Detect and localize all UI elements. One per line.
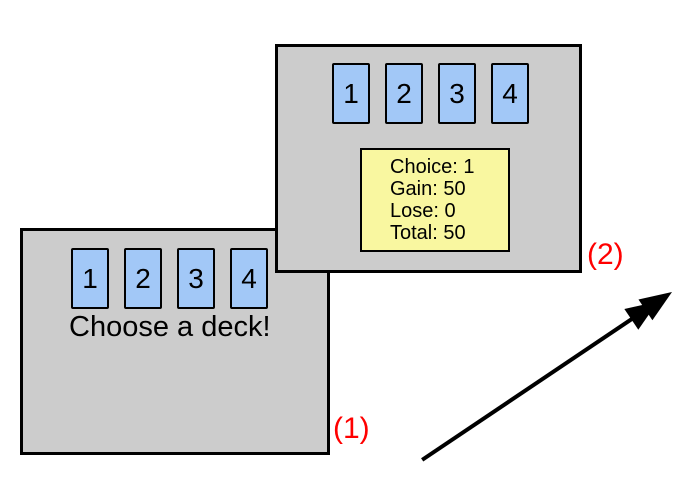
deck-card-4: 4 — [491, 63, 529, 124]
choose-deck-prompt: Choose a deck! — [69, 311, 271, 343]
step-label-2: (2) — [587, 238, 624, 271]
deck-card-2: 2 — [124, 248, 162, 309]
deck-card-1: 1 — [71, 248, 109, 309]
deck-card-4: 4 — [230, 248, 268, 309]
feedback-box: Choice: 1 Gain: 50 Lose: 0 Total: 50 — [360, 148, 510, 252]
feedback-choice: Choice: 1 — [390, 156, 475, 178]
feedback-total: Total: 50 — [390, 222, 466, 244]
deck-card-2: 2 — [385, 63, 423, 124]
step-label-1: (1) — [333, 412, 370, 445]
deck-card-1: 1 — [332, 63, 370, 124]
feedback-lose: Lose: 0 — [390, 200, 456, 222]
deck-card-3: 3 — [438, 63, 476, 124]
screen-feedback-panel: 1 2 3 4 Choice: 1 Gain: 50 Lose: 0 Total… — [275, 44, 582, 273]
deck-row: 1 2 3 4 — [71, 248, 268, 309]
deck-card-3: 3 — [177, 248, 215, 309]
feedback-gain: Gain: 50 — [390, 178, 466, 200]
deck-row: 1 2 3 4 — [332, 63, 529, 124]
arrowhead-front-icon — [638, 292, 672, 321]
arrow-shaft — [421, 310, 644, 462]
arrowhead-rear-icon — [624, 301, 658, 330]
